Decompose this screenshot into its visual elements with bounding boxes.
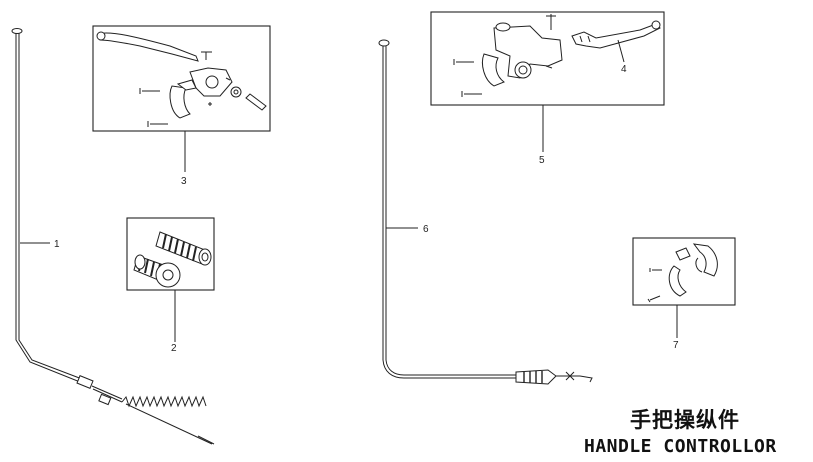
callout-1: 1 [54, 239, 60, 250]
diagram-title-english: HANDLE CONTROLLOR [584, 436, 777, 457]
callout-4: 4 [621, 64, 627, 75]
diagram-title-chinese: 手把操纵件 [630, 408, 740, 432]
lever-assembly-box-3 [92, 25, 271, 172]
cable-part-6 [378, 39, 593, 385]
cable-part-1 [11, 28, 215, 445]
callout-5: 5 [539, 155, 545, 166]
callout-2: 2 [171, 343, 177, 354]
callout-6: 6 [423, 224, 429, 235]
master-cylinder-box-5 [430, 11, 665, 152]
clamp-parts-box-7 [632, 237, 736, 338]
callout-3: 3 [181, 176, 187, 187]
callout-7: 7 [673, 340, 679, 351]
grips-box-2 [126, 217, 215, 342]
